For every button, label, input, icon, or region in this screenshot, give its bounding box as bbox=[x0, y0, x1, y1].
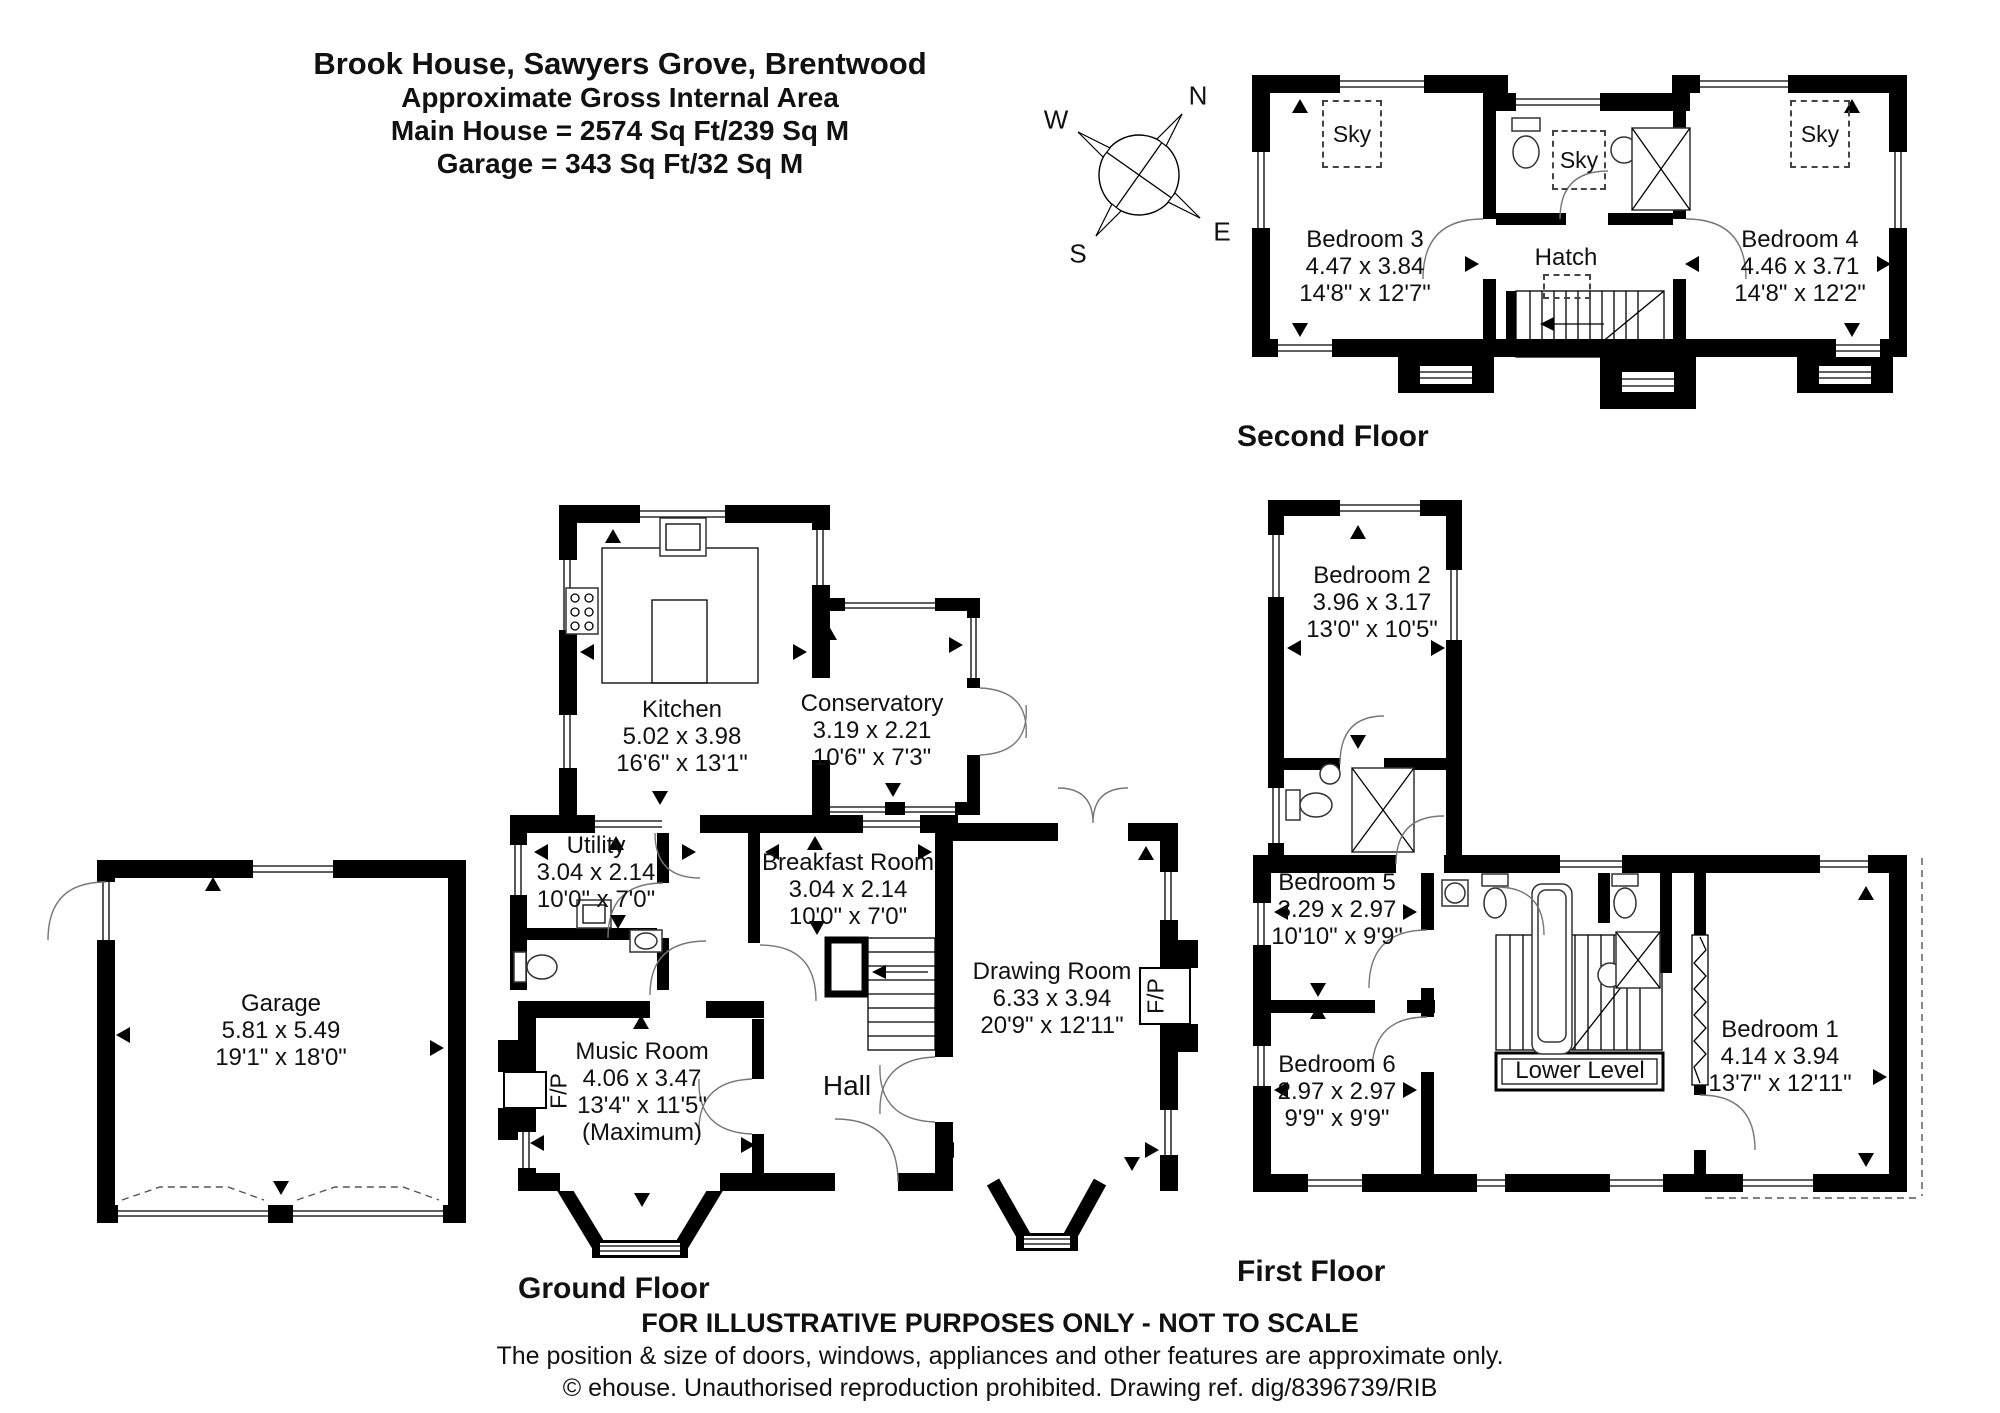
header-subtitle: Approximate Gross Internal Area bbox=[401, 82, 839, 113]
plan-header: Brook House, Sawyers Grove, Brentwood Ap… bbox=[230, 47, 1010, 180]
room-label-bedroom2: Bedroom 2 3.96 x 3.17 13'0" x 10'5" bbox=[1306, 562, 1438, 643]
compass-rose-icon bbox=[1077, 113, 1201, 237]
copyright-text: © ehouse. Unauthorised reproduction proh… bbox=[562, 1374, 1438, 1402]
hall-label: Hall bbox=[822, 1070, 872, 1101]
hatch-box bbox=[1543, 274, 1591, 299]
compass-west-label: W bbox=[1043, 104, 1069, 135]
main-house-area: Main House = 2574 Sq Ft/239 Sq M bbox=[390, 115, 850, 146]
hatch-label: Hatch bbox=[1534, 244, 1598, 271]
room-label-drawing-room: Drawing Room 6.33 x 3.94 20'9" x 12'11" bbox=[972, 958, 1132, 1039]
first-floor-linework bbox=[1253, 500, 1923, 1199]
second-floor-title: Second Floor bbox=[1237, 420, 1429, 453]
room-label-bedroom4: Bedroom 4 4.46 x 3.71 14'8" x 12'2" bbox=[1734, 226, 1866, 307]
first-floor-title: First Floor bbox=[1237, 1255, 1386, 1288]
skylight-label-bedroom3: Sky bbox=[1322, 100, 1382, 168]
fireplace-label-music-room: F/P bbox=[545, 1073, 572, 1109]
disclaimer-text: FOR ILLUSTRATIVE PURPOSES ONLY - NOT TO … bbox=[641, 1308, 1359, 1338]
room-label-bedroom3: Bedroom 3 4.47 x 3.84 14'8" x 12'7" bbox=[1299, 226, 1431, 307]
ground-floor-title: Ground Floor bbox=[518, 1272, 710, 1305]
property-title: Brook House, Sawyers Grove, Brentwood bbox=[313, 46, 927, 81]
skylight-label-landing: Sky bbox=[1552, 130, 1606, 190]
ground-floor-linework bbox=[498, 505, 1198, 1258]
compass-east-label: E bbox=[1213, 216, 1231, 247]
garage-area: Garage = 343 Sq Ft/32 Sq M bbox=[436, 148, 804, 179]
garage-linework bbox=[47, 860, 466, 1223]
room-label-garage: Garage 5.81 x 5.49 19'1" x 18'0" bbox=[215, 990, 347, 1071]
compass-south-label: S bbox=[1069, 238, 1087, 269]
footer-note: The position & size of doors, windows, a… bbox=[496, 1342, 1504, 1370]
room-label-conservatory: Conservatory 3.19 x 2.21 10'6" x 7'3" bbox=[800, 690, 944, 771]
fireplace-label-drawing-room: F/P bbox=[1142, 978, 1169, 1014]
room-label-utility: Utility 3.04 x 2.14 10'0" x 7'0" bbox=[536, 832, 656, 913]
room-label-kitchen: Kitchen 5.02 x 3.98 16'6" x 13'1" bbox=[616, 696, 748, 777]
room-label-bedroom6: Bedroom 6 2.97 x 2.97 9'9" x 9'9" bbox=[1277, 1051, 1397, 1132]
skylight-label-bedroom4: Sky bbox=[1790, 100, 1850, 168]
lower-level-label: Lower Level bbox=[1515, 1057, 1645, 1084]
room-label-bedroom1: Bedroom 1 4.14 x 3.94 13'7" x 12'11" bbox=[1708, 1016, 1852, 1097]
compass-north-label: N bbox=[1188, 80, 1208, 111]
room-label-bedroom5: Bedroom 5 3.29 x 2.97 10'10" x 9'9" bbox=[1271, 869, 1403, 950]
room-label-music-room: Music Room 4.06 x 3.47 13'4" x 11'5" (Ma… bbox=[575, 1038, 709, 1146]
room-label-breakfast-room: Breakfast Room 3.04 x 2.14 10'0" x 7'0" bbox=[761, 849, 935, 930]
second-floor-linework bbox=[1252, 75, 1907, 409]
